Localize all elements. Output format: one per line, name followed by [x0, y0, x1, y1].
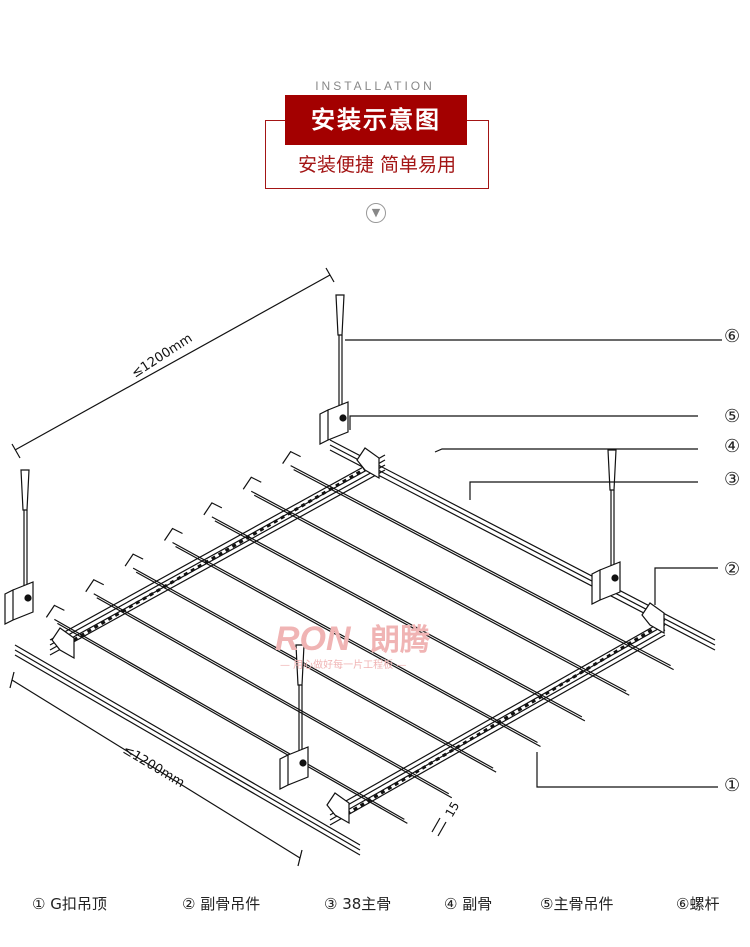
g-panel-edge [132, 567, 494, 769]
sub-bone-hanger [326, 792, 350, 825]
g-panel-edge [253, 494, 630, 696]
main-bone-hanger-bracket [319, 401, 349, 445]
threaded-rod-nut [295, 644, 305, 686]
svg-text:RON: RON [275, 620, 352, 658]
bolt [611, 574, 619, 582]
g-panel-edge [211, 516, 583, 718]
leader-line-1 [536, 752, 718, 788]
sub-bone-channel [14, 654, 361, 856]
callout-4: ④ [724, 436, 741, 457]
legend-item: ② 副骨吊件 [182, 895, 261, 913]
sub-bone-hanger [641, 602, 665, 635]
svg-text:朗腾: 朗腾 [370, 623, 431, 658]
dimension-tick [11, 443, 21, 459]
subtitle: INSTALLATION [315, 79, 435, 93]
legend-item: ⑤主骨吊件 [540, 895, 614, 913]
legend-item: ⑥螺杆 [676, 895, 720, 913]
main-bone-holes [339, 626, 656, 820]
legend-item: ① G扣吊顶 [32, 895, 107, 913]
g-panel-edge [175, 545, 541, 748]
callout-6: ⑥ [724, 326, 741, 347]
panel-tab [85, 578, 105, 593]
leader-line-4 [434, 448, 698, 453]
page-title: 安装示意图 [285, 95, 467, 145]
g-panel-edge [290, 465, 671, 667]
dimension-line-top [14, 274, 331, 451]
main-bone-38 [49, 454, 386, 641]
legend-item: ③ 38主骨 [324, 895, 392, 913]
leader-line-3 [469, 481, 698, 500]
callout-2: ② [724, 559, 741, 580]
sub-bone-channel [14, 644, 361, 846]
g-panel-edge [135, 571, 497, 773]
panel-tab [242, 476, 262, 490]
main-bone-38 [329, 629, 666, 821]
main-bone-38 [329, 634, 666, 826]
dimension-bottom-label: ≤1200mm [120, 743, 187, 792]
g-panel-edge [57, 622, 408, 824]
threaded-rod-nut [335, 294, 345, 336]
dimension-top-label: ≤1200mm [129, 331, 195, 381]
panel-tab [124, 553, 144, 567]
main-bone-38 [49, 469, 386, 656]
panel-tab [45, 604, 65, 618]
g-panel-edge [293, 469, 674, 671]
callout-5: ⑤ [724, 406, 741, 427]
g-panel-edge [172, 541, 538, 744]
legend-item: ④ 副骨 [444, 895, 493, 913]
leader-line-5 [349, 415, 698, 430]
main-bone-38 [329, 619, 666, 811]
dimension-line-bottom [11, 679, 301, 859]
g-panel-edge [96, 597, 453, 799]
threaded-rod-nut [607, 449, 617, 491]
g-panel-edge [93, 593, 450, 795]
main-bone-hanger-bracket [279, 746, 309, 790]
chevron-down-circle-icon: ▼ [366, 203, 386, 223]
bolt [24, 594, 32, 602]
main-bone-38 [49, 459, 386, 646]
callout-3: ③ [724, 469, 741, 490]
main-bone-hanger-bracket [591, 561, 621, 605]
g-panel-edge [250, 490, 627, 692]
bolt [339, 414, 347, 422]
gap-label: 15 [442, 799, 462, 819]
sub-bone-hanger [356, 447, 380, 480]
tagline: 安装便捷 简单易用 [297, 154, 457, 176]
panel-tab [164, 527, 183, 541]
gap-tick [431, 817, 441, 833]
main-bone-hanger-bracket [4, 581, 34, 625]
gap-tick [437, 821, 447, 837]
main-bone-38 [49, 464, 386, 651]
dimension-tick [9, 671, 15, 689]
main-bone-holes [59, 461, 376, 650]
panel-tab [282, 450, 301, 464]
leader-line-2 [654, 567, 718, 605]
sub-bone-hanger [51, 627, 75, 660]
dimension-tick [325, 267, 335, 283]
panel-tab [203, 502, 223, 516]
g-panel-edge [54, 618, 405, 820]
g-panel-edge [214, 520, 586, 722]
callout-1: ① [724, 775, 741, 796]
bolt [299, 759, 307, 767]
sub-bone-channel [14, 649, 361, 851]
threaded-rod-nut [20, 469, 30, 511]
dimension-tick [297, 849, 303, 867]
